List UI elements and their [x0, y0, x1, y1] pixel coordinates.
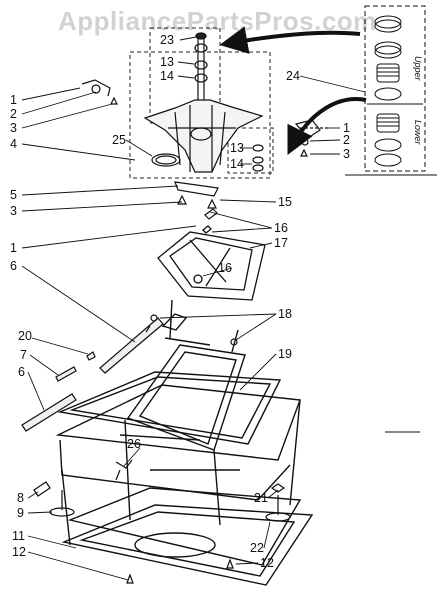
- callout-labels: 1 2 3 4 5 3 1 6 7 6 8 9 11 12 23 13 14 2…: [10, 33, 350, 570]
- callout-3b: 3: [10, 204, 17, 218]
- callout-9: 9: [17, 506, 24, 520]
- base-frame: [55, 299, 314, 586]
- callout-22: 22: [250, 541, 264, 555]
- callout-21: 21: [254, 491, 268, 505]
- tub-bracket: [157, 225, 266, 301]
- upper-label: Upper: [413, 56, 423, 82]
- callout-14b: 14: [230, 157, 244, 171]
- callout-13: 13: [160, 55, 174, 69]
- callout-2: 2: [10, 107, 17, 121]
- callout-24: 24: [286, 69, 300, 83]
- callout-1b: 1: [10, 241, 17, 255]
- callout-8: 8: [17, 491, 24, 505]
- callout-19: 19: [278, 347, 292, 361]
- callout-1c: 1: [343, 121, 350, 135]
- leader-lines: [21, 36, 420, 581]
- callout-1: 1: [10, 93, 17, 107]
- callout-18: 18: [278, 307, 292, 321]
- callout-23: 23: [160, 33, 174, 47]
- diagonal-braces: [21, 317, 164, 432]
- callout-6b: 6: [18, 365, 25, 379]
- callout-7: 7: [20, 348, 27, 362]
- lower-bearing-stack-icon: [374, 113, 402, 167]
- bearing-inset: [364, 5, 426, 172]
- callout-2b: 2: [343, 133, 350, 147]
- lower-label: Lower: [413, 120, 423, 146]
- callout-25: 25: [112, 133, 126, 147]
- callout-16b: 16: [218, 261, 232, 275]
- mounting-bracket: [174, 181, 219, 220]
- upper-bearing-stack-icon: [374, 15, 402, 101]
- callout-17: 17: [274, 236, 288, 250]
- callout-14: 14: [160, 69, 174, 83]
- feet: [33, 314, 291, 584]
- callout-12: 12: [12, 545, 26, 559]
- callout-12b: 12: [260, 556, 274, 570]
- callout-16: 16: [274, 221, 288, 235]
- callout-26: 26: [127, 437, 141, 451]
- callout-13b: 13: [230, 141, 244, 155]
- callout-5: 5: [10, 188, 17, 202]
- callout-4: 4: [10, 137, 17, 151]
- callout-15: 15: [278, 195, 292, 209]
- inset-arrows: [219, 26, 367, 156]
- callout-3c: 3: [343, 147, 350, 161]
- callout-3: 3: [10, 121, 17, 135]
- callout-20: 20: [18, 329, 32, 343]
- drive-assembly: [81, 32, 330, 173]
- callout-11: 11: [12, 529, 25, 543]
- callout-6: 6: [10, 259, 17, 273]
